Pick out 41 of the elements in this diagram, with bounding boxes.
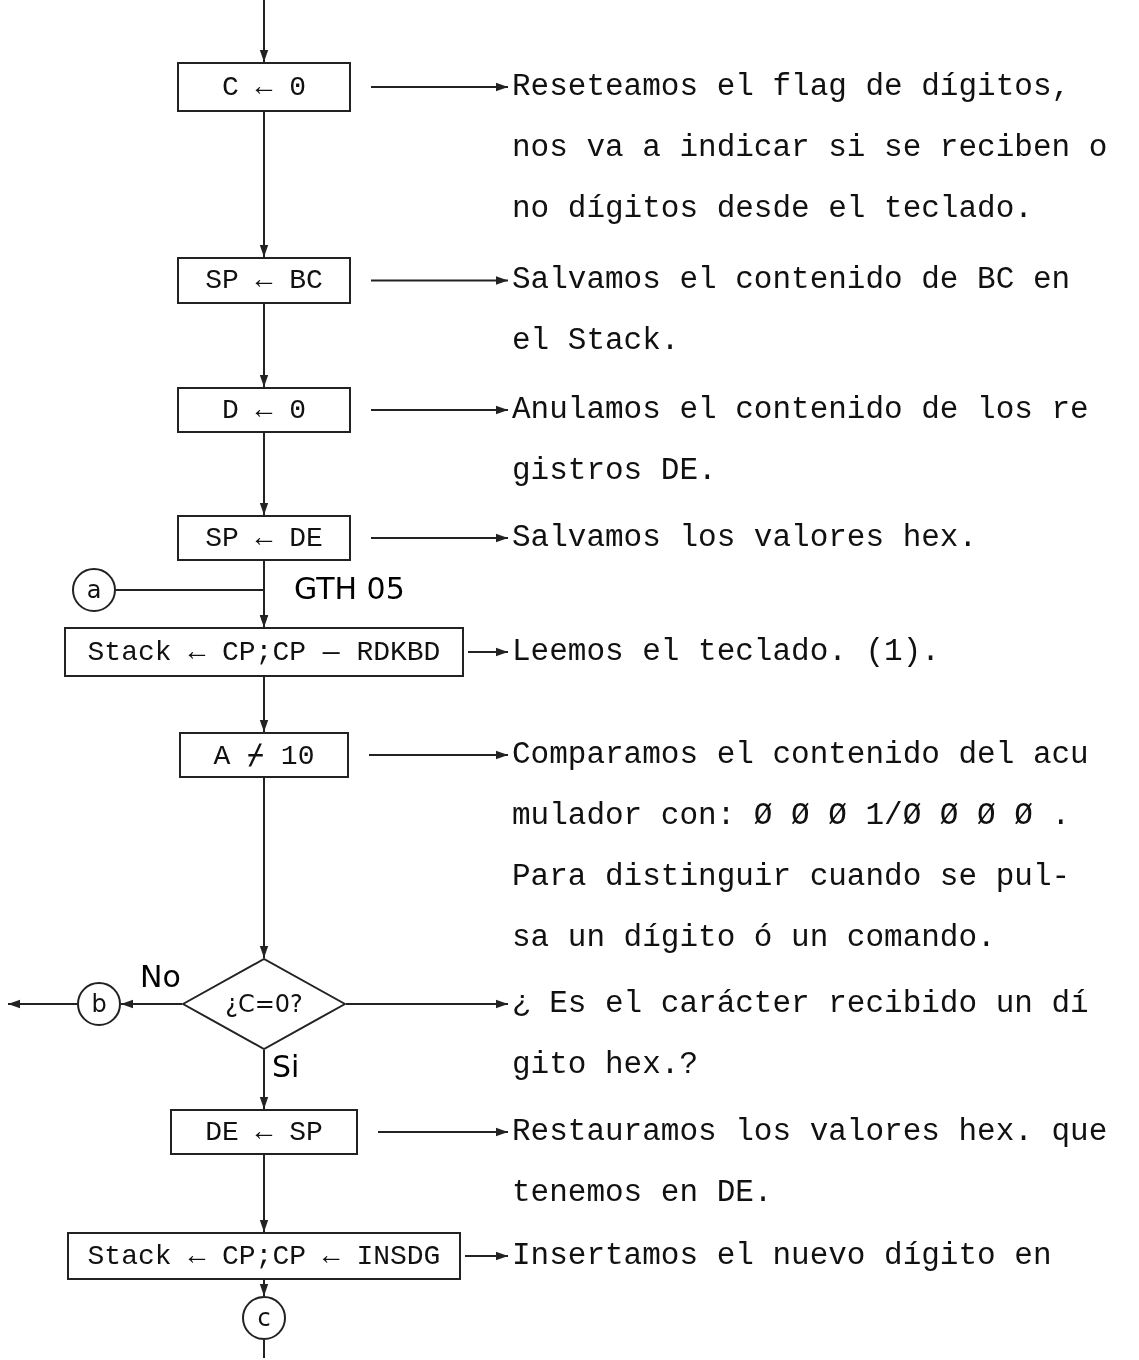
- comment-text: Salvamos el contenido de BC en el Stack.: [512, 249, 1112, 371]
- arrow: [467, 647, 509, 657]
- comment-text: Salvamos los valores hex.: [512, 507, 1112, 568]
- connector-circle: b: [77, 982, 121, 1026]
- arrow: [259, 303, 269, 388]
- process-box: DE ← SP: [170, 1109, 358, 1155]
- arrow: [370, 533, 509, 543]
- arrow: [368, 750, 509, 760]
- connector-circle: c: [242, 1296, 286, 1340]
- process-box: A ⌿ 10: [179, 732, 349, 778]
- arrow: [120, 999, 183, 1009]
- arrow: [370, 276, 509, 285]
- arrow: [464, 1251, 509, 1261]
- comment-text: Restauramos los valores hex. que tenemos en DE.: [512, 1101, 1112, 1223]
- process-box: Stack ← CP;CP ← INSDG: [67, 1232, 461, 1280]
- arrow: [377, 1127, 509, 1137]
- arrow: [259, 432, 269, 516]
- process-box: SP ← BC: [177, 257, 351, 304]
- comment-text: Reseteamos el flag de dígitos, nos va a indicar si se reciben o no dígitos desde el teclado.: [512, 56, 1112, 239]
- process-box: Stack ← CP;CP — RDKBD: [64, 627, 464, 677]
- arrow: [7, 999, 78, 1009]
- condition-text: ¿C=0?: [225, 990, 303, 1018]
- comment-text: Leemos el teclado. (1).: [512, 621, 1112, 682]
- arrow: [345, 999, 509, 1009]
- connector-circle: a: [72, 568, 116, 612]
- process-box: D ← 0: [177, 387, 351, 433]
- arrow: [259, 1154, 269, 1233]
- arrow: [259, 676, 269, 733]
- comment-text: Insertamos el nuevo dígito en: [512, 1225, 1112, 1286]
- comment-text: Anulamos el contenido de los re gistros DE.: [512, 379, 1112, 501]
- comment-text: Comparamos el contenido del acu mulador con: Ø Ø Ø 1/Ø Ø Ø Ø . Para distinguir cuando se pul- sa un dígito ó un comando.: [512, 724, 1112, 968]
- arrow: [259, 1279, 269, 1297]
- arrow: [259, 0, 269, 63]
- arrow: [259, 111, 269, 258]
- arrow: [370, 82, 509, 92]
- arrow: [259, 1049, 269, 1110]
- comment-text: ¿ Es el carácter recibido un dí gito hex.?: [512, 973, 1112, 1095]
- arrow: [370, 405, 509, 415]
- arrow: [259, 777, 269, 959]
- process-box: C ← 0: [177, 62, 351, 112]
- process-box: SP ← DE: [177, 515, 351, 561]
